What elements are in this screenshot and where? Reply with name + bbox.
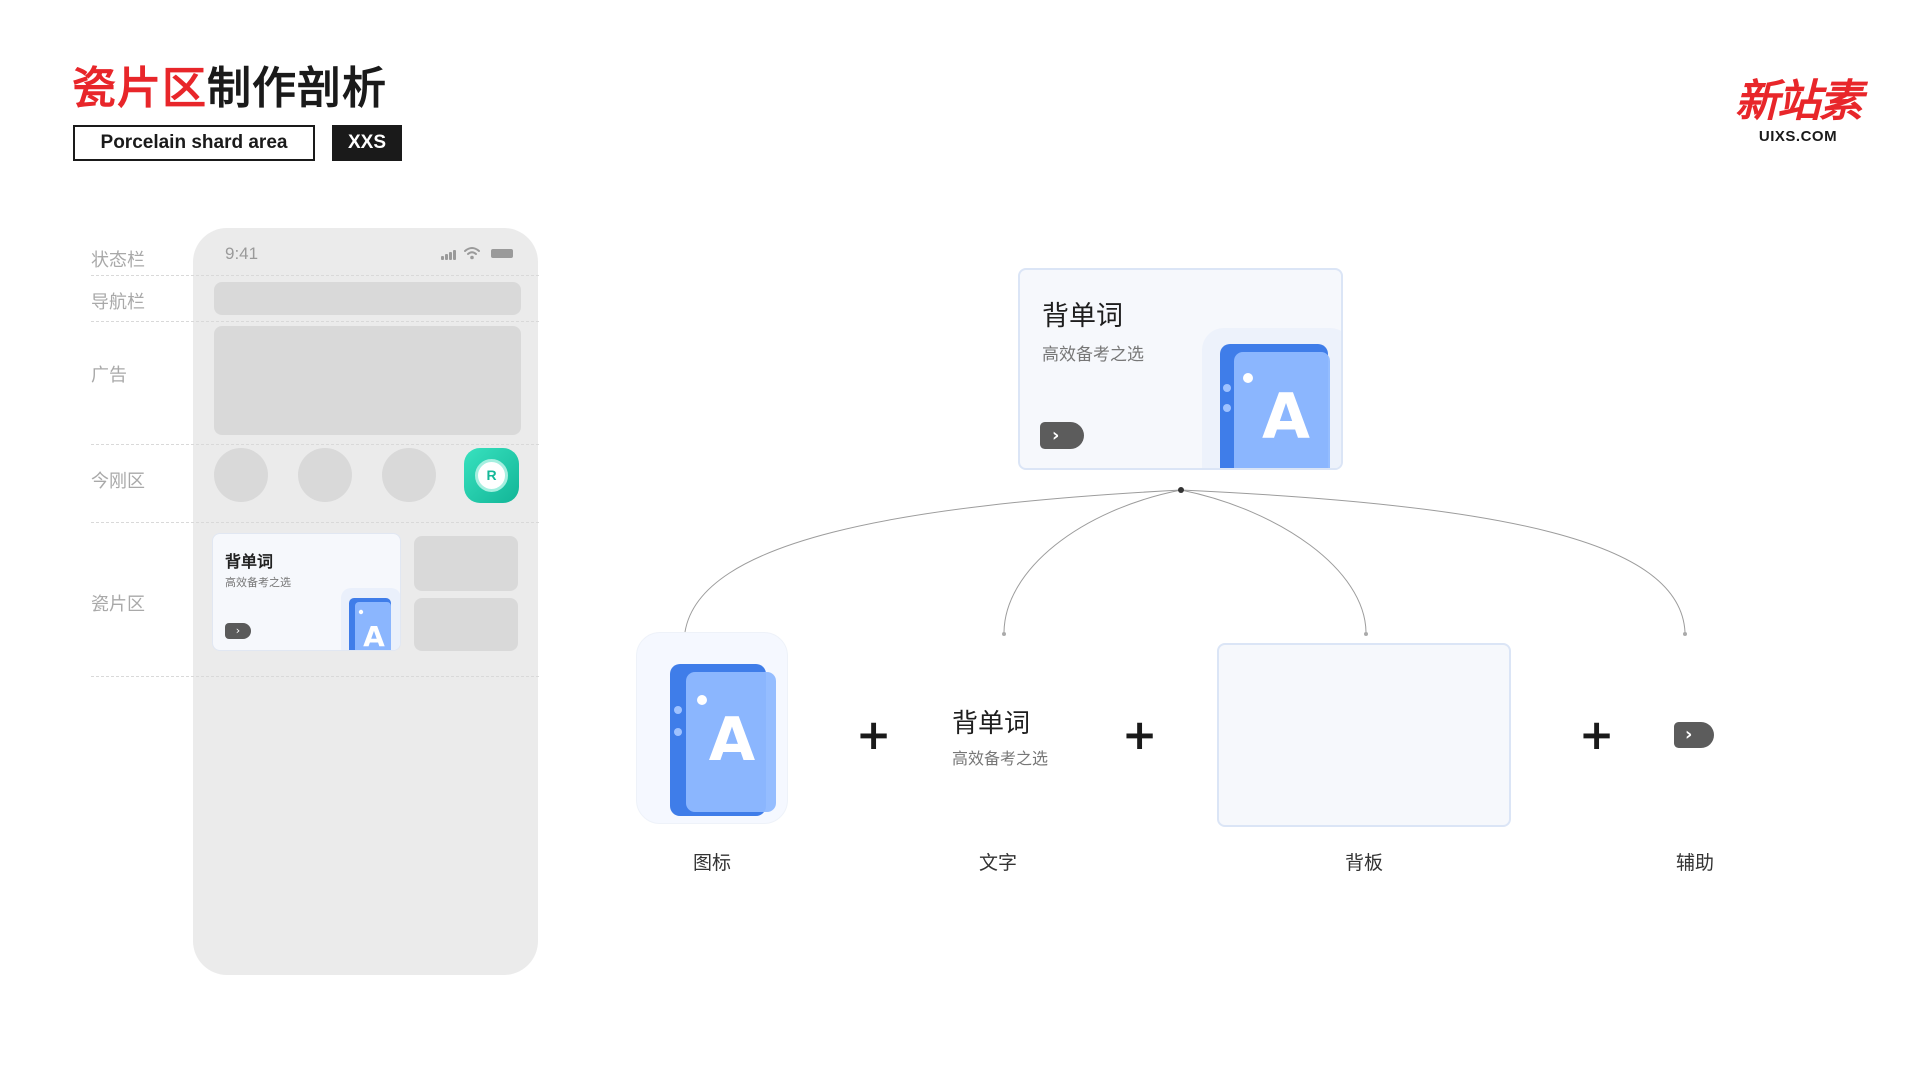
component-label-icon: 图标: [693, 852, 732, 874]
row-divider: [91, 444, 539, 445]
book-icon-letter: A: [363, 620, 385, 651]
subtitle-tag: Porcelain shard area: [73, 125, 315, 161]
brand-logo[interactable]: 新站素 UIXS.COM: [1728, 76, 1868, 146]
component-assist-arrow[interactable]: ›: [1674, 722, 1714, 748]
row-divider: [91, 275, 539, 276]
king-kong-placeholder: [298, 448, 352, 502]
nav-bar-placeholder: [214, 282, 521, 315]
component-label-assist: 辅助: [1676, 852, 1715, 874]
page-title: 瓷片区制作剖析: [72, 62, 387, 116]
plus-sign: +: [1579, 710, 1615, 759]
mini-porcelain-card[interactable]: 背单词 高效备考之选 › A: [212, 533, 401, 651]
component-label-panel: 背板: [1345, 852, 1384, 874]
row-divider: [91, 321, 539, 322]
book-icon: A: [1202, 328, 1341, 468]
signal-bar: [445, 254, 448, 260]
book-icon: A: [341, 588, 400, 651]
arrow-glyph: ›: [1685, 724, 1693, 745]
page-title-black: 制作剖析: [207, 63, 387, 114]
row-divider: [91, 676, 539, 677]
brand-url: UIXS.COM: [1758, 128, 1838, 145]
app-icon-letter: R: [486, 467, 497, 483]
app-icon-ring: R: [475, 459, 508, 492]
signal-bar: [449, 252, 452, 260]
component-label-text: 文字: [979, 852, 1018, 874]
featured-card-subtitle: 高效备考之选: [1042, 345, 1144, 365]
king-kong-placeholder: [214, 448, 268, 502]
king-kong-placeholder: [382, 448, 436, 502]
status-time: 9:41: [225, 244, 259, 263]
connector-end-dot: [1002, 632, 1006, 636]
component-panel: [1217, 643, 1511, 827]
connector-origin-dot: [1178, 487, 1184, 493]
plus-sign: +: [856, 710, 892, 759]
row-label-ad: 广告: [91, 365, 127, 386]
featured-card-arrow-button[interactable]: ›: [1040, 422, 1084, 449]
size-tag: XXS: [332, 125, 402, 161]
signal-bar: [441, 256, 444, 260]
book-icon-letter: A: [1262, 380, 1310, 453]
featured-card[interactable]: 背单词 高效备考之选 › A: [1018, 268, 1343, 470]
page-title-red: 瓷片区: [72, 63, 207, 114]
row-label-status-bar: 状态栏: [91, 250, 145, 271]
row-divider: [91, 522, 539, 523]
component-text-title: 背单词: [952, 709, 1031, 739]
mini-card-subtitle: 高效备考之选: [225, 576, 291, 589]
featured-card-title: 背单词: [1042, 301, 1123, 332]
row-label-nav-bar: 导航栏: [91, 292, 145, 313]
brand-mark: 新站素: [1735, 76, 1863, 127]
connector-end-dot: [1683, 632, 1687, 636]
ad-placeholder: [214, 326, 521, 435]
row-label-king-kong: 今刚区: [91, 471, 145, 492]
mini-card-title: 背单词: [225, 552, 274, 571]
porcelain-placeholder: [414, 598, 518, 651]
porcelain-placeholder: [414, 536, 518, 591]
battery-icon: [491, 249, 513, 258]
wifi-icon: [464, 247, 480, 260]
connector-end-dot: [1364, 632, 1368, 636]
book-icon-letter: A: [709, 705, 756, 775]
row-label-porcelain: 瓷片区: [91, 594, 145, 615]
arrow-glyph: ›: [1052, 425, 1060, 446]
signal-bar: [453, 250, 456, 260]
plus-sign: +: [1122, 710, 1158, 759]
app-icon[interactable]: R: [464, 448, 519, 503]
component-text-subtitle: 高效备考之选: [952, 749, 1049, 768]
book-icon: A: [670, 664, 776, 816]
mini-card-arrow-button[interactable]: ›: [225, 623, 251, 639]
